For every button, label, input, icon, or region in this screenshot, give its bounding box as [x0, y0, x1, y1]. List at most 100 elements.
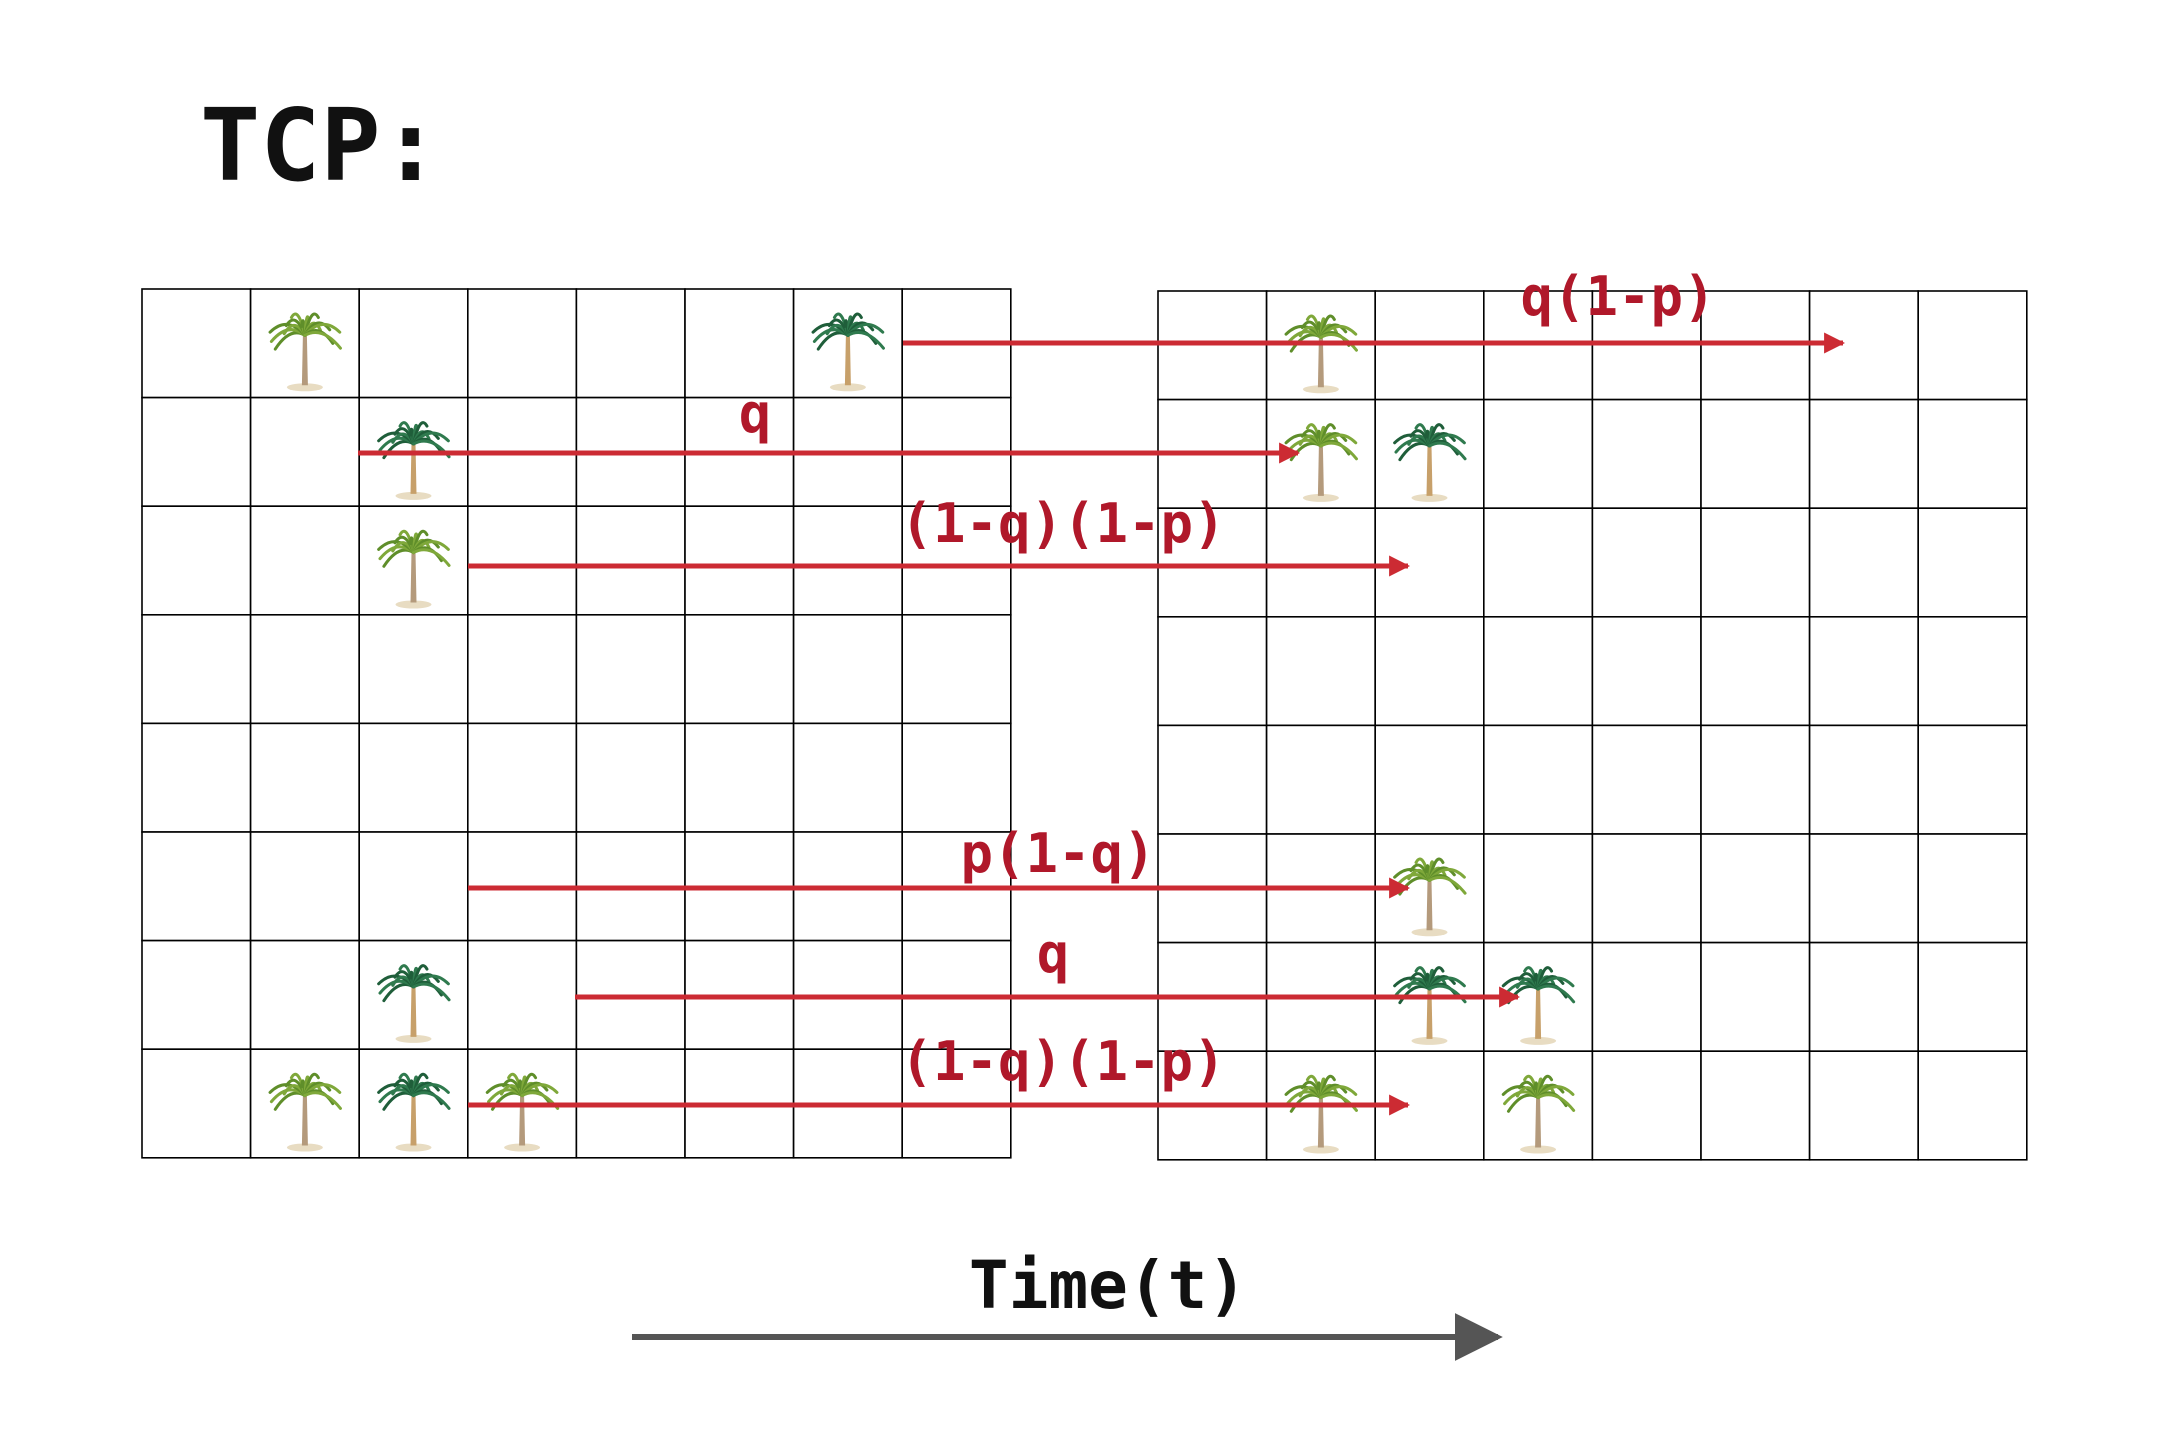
grid-cell	[1700, 724, 1811, 835]
grid-cell	[1808, 941, 1919, 1052]
grid-cell	[1917, 1050, 2028, 1161]
palm-tree-icon	[377, 964, 451, 1043]
grid-cell	[141, 505, 252, 616]
palm-tree-icon	[1501, 1074, 1576, 1154]
transition-probability-label: q(1-p)	[1520, 265, 1715, 328]
grid-cell	[1483, 398, 1594, 510]
grid-cell	[1591, 1050, 1702, 1161]
palm-tree-icon	[377, 1072, 451, 1152]
grid-cell	[1374, 724, 1485, 835]
grid-cell	[358, 831, 469, 942]
grid-cell	[141, 288, 252, 399]
grid-cell	[1483, 833, 1594, 944]
grid-cell	[1157, 724, 1268, 835]
grid-cell	[466, 288, 578, 399]
grid-cell	[466, 722, 578, 833]
transition-arrows: q(1-p) q (1-q)(1-p) p(1-q) q (1-q)(1-p)	[358, 265, 1846, 1116]
page-title: TCP:	[200, 87, 441, 204]
grid-cell	[1700, 615, 1811, 727]
grid-cell	[249, 722, 361, 833]
grid-cell	[1808, 1050, 1919, 1161]
grid-cell	[1591, 507, 1702, 618]
right-grid	[1157, 290, 2028, 1161]
palm-tree-icon	[1393, 423, 1467, 502]
grid-cell	[1700, 1050, 1811, 1161]
transition-probability-label: q	[739, 382, 772, 445]
grid-cell	[1265, 507, 1376, 618]
grid-cell	[1483, 724, 1594, 835]
palm-tree-icon	[1393, 966, 1467, 1045]
grid-cell	[684, 722, 795, 833]
grid-cell	[901, 505, 1012, 616]
grid-cell	[1808, 507, 1919, 618]
grid-cell	[1157, 615, 1268, 727]
grid-cell	[466, 939, 578, 1050]
grid-cell	[141, 396, 252, 508]
grid-cell	[249, 396, 361, 508]
grid-cell	[466, 613, 578, 725]
grid-cell	[1700, 398, 1811, 510]
grid-cell	[575, 505, 686, 616]
grid-cell	[1374, 615, 1485, 727]
grid-cell	[249, 939, 361, 1050]
grid-cell	[141, 831, 252, 942]
grid-cell	[792, 613, 903, 725]
grid-cell	[249, 831, 361, 942]
grid-cell	[792, 722, 903, 833]
grid-cell	[1917, 398, 2028, 510]
grid-cell	[358, 288, 469, 399]
palm-tree-icon	[811, 312, 885, 392]
grid-cell	[684, 288, 795, 399]
grid-cell	[1700, 833, 1811, 944]
grid-cell	[1700, 941, 1811, 1052]
grid-cell	[1917, 615, 2028, 727]
time-axis-label: Time(t)	[969, 1247, 1247, 1324]
grid-cell	[1917, 290, 2028, 401]
palm-tree-icon	[268, 1072, 342, 1152]
grid-cell	[1808, 833, 1919, 944]
grid-cell	[141, 939, 252, 1050]
grid-cell	[684, 613, 795, 725]
grid-cell	[1265, 615, 1376, 727]
grid-cell	[249, 505, 361, 616]
grid-cell	[1591, 615, 1702, 727]
grid-cell	[249, 613, 361, 725]
grid-cell	[1808, 724, 1919, 835]
grid-cell	[1591, 398, 1702, 510]
grid-cell	[1483, 615, 1594, 727]
grid-cell	[1917, 833, 2028, 944]
grid-cell	[1917, 724, 2028, 835]
grid-cell	[684, 505, 795, 616]
grid-cell	[792, 505, 903, 616]
grid-cell	[1917, 507, 2028, 618]
grid-cell	[358, 722, 469, 833]
grid-cell	[1374, 507, 1485, 618]
grid-cell	[1591, 724, 1702, 835]
transition-probability-label: (1-q)(1-p)	[900, 1030, 1225, 1093]
left-grid	[141, 288, 1012, 1159]
transition-probability-label: q	[1037, 922, 1070, 985]
transition-probability-label: (1-q)(1-p)	[900, 492, 1225, 555]
grid-cell	[901, 722, 1012, 833]
grid-cell	[1591, 833, 1702, 944]
grid-cell	[901, 613, 1012, 725]
grid-cell	[141, 613, 252, 725]
grid-cell	[575, 288, 686, 399]
grid-cell	[466, 505, 578, 616]
grid-cell	[1265, 724, 1376, 835]
transition-probability-label: p(1-q)	[960, 822, 1155, 885]
grid-cell	[1700, 507, 1811, 618]
grid-cell	[141, 1048, 252, 1159]
grid-cell	[358, 613, 469, 725]
palm-tree-icon	[485, 1072, 560, 1152]
grid-cell	[575, 722, 686, 833]
grid-cell	[141, 722, 252, 833]
grid-cell	[575, 613, 686, 725]
grid-cell	[1483, 507, 1594, 618]
grid-cell	[1157, 507, 1268, 618]
grid-cell	[1591, 941, 1702, 1052]
palm-tree-icon	[268, 312, 342, 392]
grid-cell	[1808, 615, 1919, 727]
grid-cell	[1808, 398, 1919, 510]
